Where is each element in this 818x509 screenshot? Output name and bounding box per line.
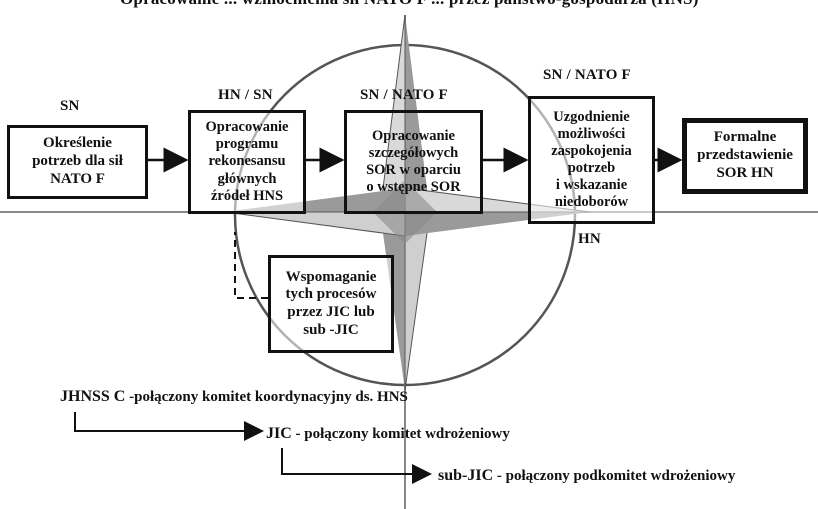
legend-abbr-jic: JIC	[266, 425, 292, 442]
role-label-sn-nato-mid: SN / NATO F	[360, 87, 448, 103]
legend-connector-jic-subjic	[281, 448, 432, 484]
box-formalne-przedstawienie: Formalne przedstawienie SOR HN	[682, 118, 808, 194]
legend-abbr-subjic: sub-JIC	[438, 467, 494, 484]
box-opracowanie-szczegolowych-text: Opracowanie szczegółowych SOR w oparciu …	[366, 127, 461, 196]
box-okreslenie-potrzeb: Określenie potrzeb dla sił NATO F	[7, 125, 148, 199]
box-uzgodnienie: Uzgodnienie możliwości zaspokojenia potr…	[528, 96, 655, 224]
legend-desc-subjic: - połączony podkomitet wdrożeniowy	[493, 468, 736, 484]
legend-item-jic: JIC - połączony komitet wdrożeniowy	[266, 425, 510, 443]
box-opracowanie-szczegolowych: Opracowanie szczegółowych SOR w oparciu …	[344, 110, 483, 214]
legend-desc-jic: - połączony komitet wdrożeniowy	[291, 426, 510, 442]
role-label-hn-sn: HN / SN	[218, 87, 273, 103]
legend-desc-jhnssc: -połączony komitet koordynacyjny ds. HNS	[125, 389, 408, 405]
support-dashed-connector	[234, 232, 268, 299]
box-uzgodnienie-text: Uzgodnienie możliwości zaspokojenia potr…	[551, 108, 632, 211]
box-formalne-przedstawienie-text: Formalne przedstawienie SOR HN	[697, 129, 793, 181]
page-title: Opracowanie ... wzmocnienia sił NATO F .…	[120, 0, 699, 9]
role-label-sn: SN	[60, 98, 80, 114]
legend-abbr-jhnssc: JHNSS C	[60, 388, 126, 405]
box-opracowanie-programu-text: Opracowanie programu rekonesansu głównyc…	[205, 119, 289, 204]
legend-item-subjic: sub-JIC - połączony podkomitet wdrożenio…	[438, 467, 735, 485]
role-label-hn: HN	[578, 231, 601, 247]
role-label-sn-nato-right: SN / NATO F	[543, 67, 631, 83]
box-wspomaganie-text: Wspomaganie tych procesów przez JIC lub …	[285, 268, 377, 338]
box-opracowanie-programu: Opracowanie programu rekonesansu głównyc…	[188, 110, 306, 214]
box-wspomaganie: Wspomaganie tych procesów przez JIC lub …	[268, 255, 394, 353]
legend-connector-jhnssc-jic	[74, 412, 264, 441]
emblem-star-north-dark	[405, 15, 430, 212]
box-okreslenie-potrzeb-text: Określenie potrzeb dla sił NATO F	[32, 135, 123, 187]
legend-item-jhnssc: JHNSS C -połączony komitet koordynacyjny…	[60, 388, 408, 406]
